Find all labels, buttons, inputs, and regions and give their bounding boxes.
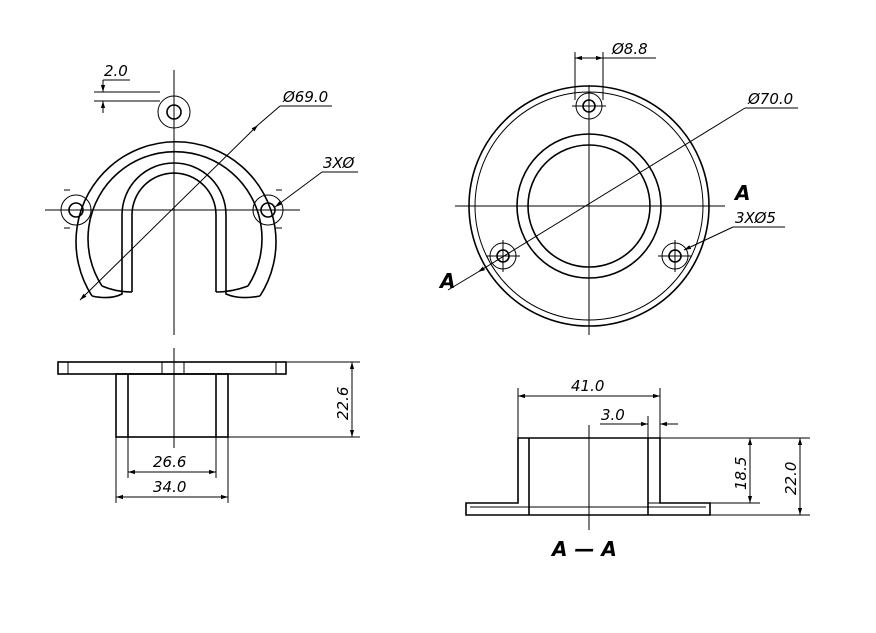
dim-total-height: 22.0 — [782, 462, 800, 495]
dim-outer-dia: Ø69.0 — [282, 88, 328, 106]
bolt-hole-right — [260, 202, 276, 218]
dim-hole-dia: Ø8.8 — [611, 40, 648, 58]
dim-inner-width: 41.0 — [571, 377, 604, 395]
dim-inner-height: 18.5 — [732, 457, 750, 490]
u-slot-outer — [91, 162, 261, 299]
tube-inner — [527, 144, 651, 268]
section-mark-right: A — [733, 181, 750, 205]
flange-outer — [468, 85, 710, 327]
left-plan-view: Ø69.0 3XØ 2.0 — [45, 62, 358, 335]
dim-holes: 3XØ5 — [735, 209, 776, 227]
tube-body — [115, 373, 229, 438]
flange-outer-edge — [75, 140, 277, 297]
tube-outer — [516, 133, 662, 279]
section-label: A — A — [550, 537, 617, 561]
dim-inner-width: 26.6 — [153, 453, 186, 471]
section-view: 41.0 3.0 18.5 22.0 A — A — [465, 377, 810, 561]
flange-plate — [57, 361, 287, 375]
section-mark-left: A — [438, 269, 455, 293]
right-plan-view: Ø8.8 Ø70.0 3XØ5 A A — [438, 40, 798, 335]
dim-wall: 3.0 — [601, 406, 625, 424]
dim-height: 22.6 — [334, 387, 352, 420]
dim-wall: 2.0 — [104, 62, 128, 80]
dim-outer-width: 34.0 — [153, 478, 186, 496]
dim-holes: 3XØ — [323, 154, 356, 172]
left-side-view: 22.6 26.6 34.0 — [57, 348, 360, 503]
dim-outer-dia: Ø70.0 — [747, 90, 793, 108]
